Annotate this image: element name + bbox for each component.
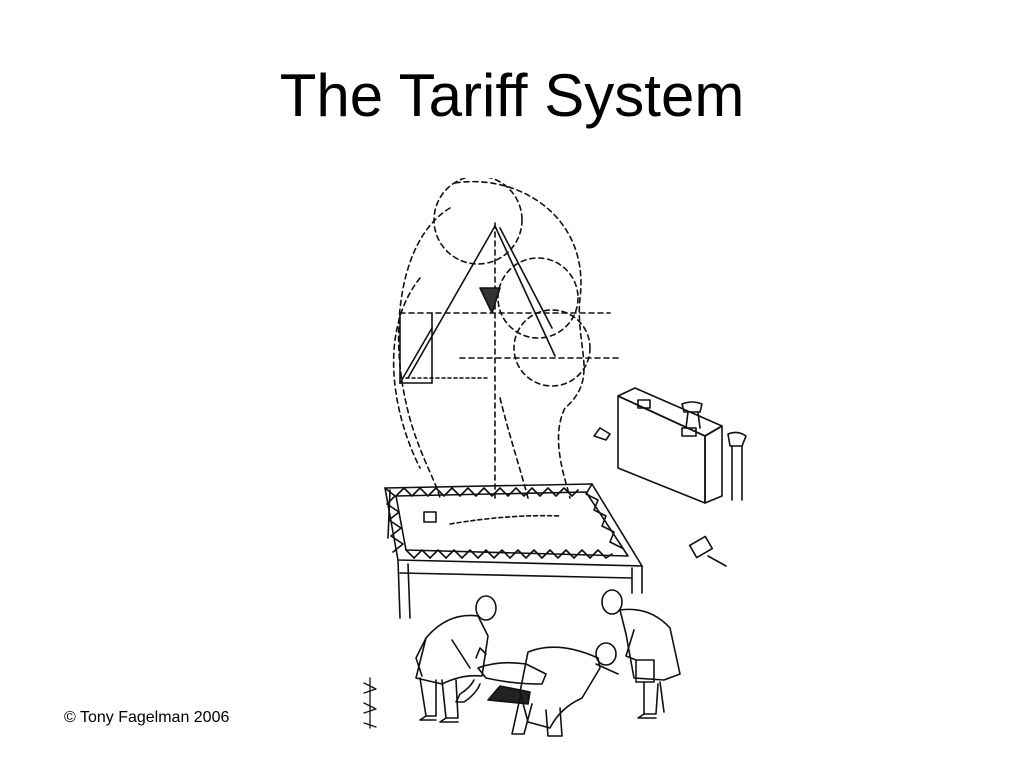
artist-signature [363, 677, 377, 729]
copyright-notice: © Tony Fagelman 2006 [64, 709, 230, 726]
judges-table [593, 387, 747, 504]
trampoline [384, 483, 643, 619]
right-official [601, 589, 681, 719]
left-official [415, 595, 497, 723]
trampoline-cartoon [363, 178, 747, 737]
middle-official [511, 642, 619, 737]
slide-title: The Tariff System [279, 62, 745, 129]
construction-lines [399, 225, 556, 384]
scorecard [688, 535, 727, 567]
trajectory-diagram [392, 178, 619, 499]
